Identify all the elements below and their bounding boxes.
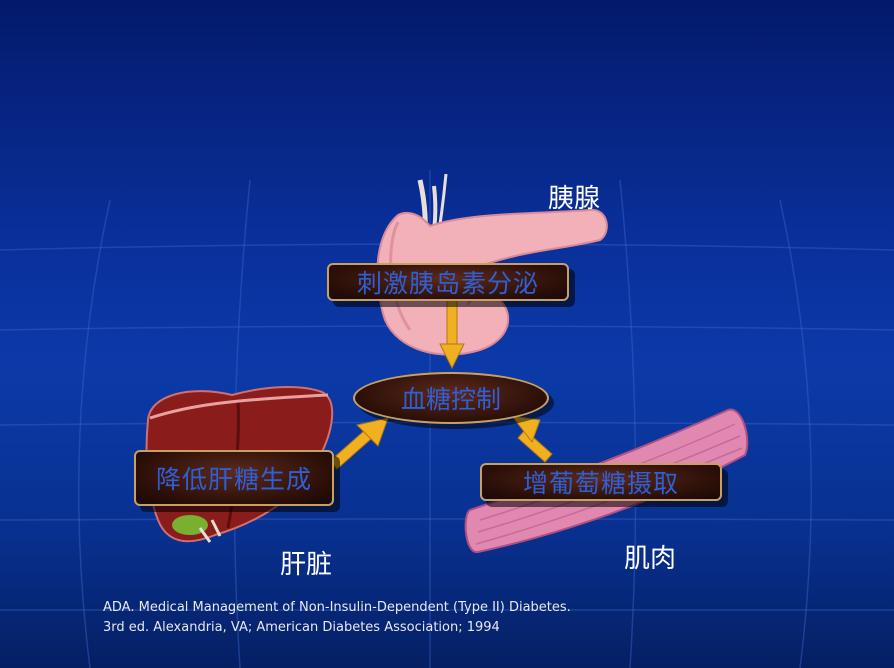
muscle-effect-text: 增葡萄糖摄取 xyxy=(522,469,679,498)
citation-line-2: 3rd ed. Alexandria, VA; American Diabete… xyxy=(103,620,500,635)
pancreas-effect-text: 刺激胰岛素分泌 xyxy=(356,269,539,298)
pancreas-label: 胰腺 xyxy=(548,184,601,214)
citation-line-1: ADA. Medical Management of Non-Insulin-D… xyxy=(103,600,571,615)
center-text: 血糖控制 xyxy=(400,385,501,414)
liver-label: 肝脏 xyxy=(280,550,333,580)
muscle-effect-box: 增葡萄糖摄取 xyxy=(480,463,722,501)
muscle-label: 肌肉 xyxy=(624,544,677,574)
center-ellipse: 血糖控制 xyxy=(353,372,549,424)
liver-effect-text: 降低肝糖生成 xyxy=(155,465,312,494)
pancreas-effect-box: 刺激胰岛素分泌 xyxy=(327,263,569,301)
citation: ADA. Medical Management of Non-Insulin-D… xyxy=(103,598,571,638)
liver-effect-box: 降低肝糖生成 xyxy=(134,450,334,506)
